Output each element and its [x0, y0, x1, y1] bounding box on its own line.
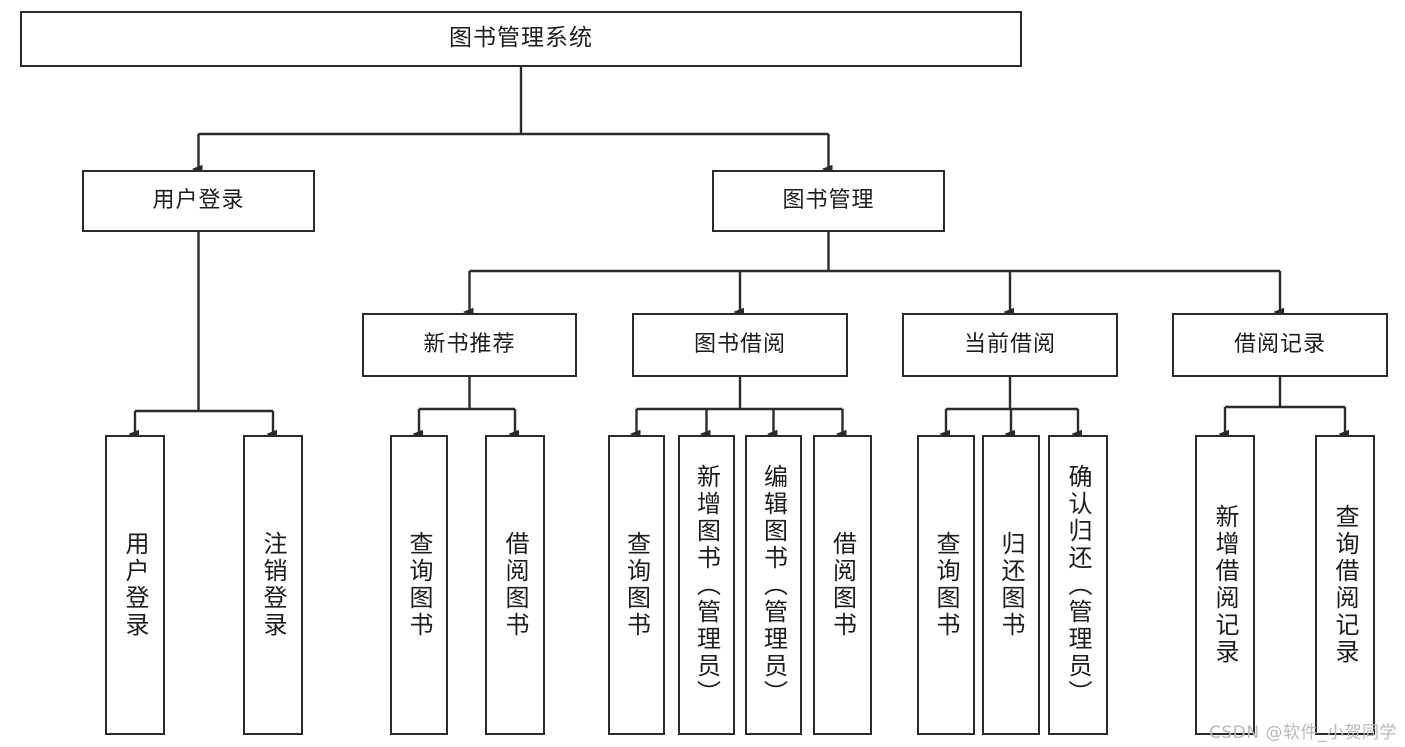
- node-leaf-cu-query[interactable]: 查询图书: [917, 435, 975, 735]
- node-label: 新增借阅记录: [1211, 504, 1239, 666]
- node-label: 查询图书: [932, 531, 960, 639]
- node-label: 确认归还（管理员）: [1064, 463, 1092, 707]
- node-label: 查询图书: [622, 531, 651, 639]
- node-label: 归还图书: [997, 531, 1025, 639]
- node-leaf-cu-confirm[interactable]: 确认归还（管理员）: [1048, 435, 1108, 735]
- node-newbook[interactable]: 新书推荐: [362, 313, 577, 377]
- node-leaf-bo-borrow[interactable]: 借阅图书: [813, 435, 872, 735]
- node-leaf-cu-return[interactable]: 归还图书: [982, 435, 1040, 735]
- node-label: 用户登录: [152, 187, 245, 213]
- node-current[interactable]: 当前借阅: [902, 313, 1118, 377]
- node-label: 查询图书: [405, 531, 433, 639]
- node-label: 新增图书（管理员）: [692, 463, 721, 707]
- node-leaf-user-login[interactable]: 用户登录: [105, 435, 165, 735]
- node-leaf-nb-query[interactable]: 查询图书: [390, 435, 448, 735]
- node-label: 借阅记录: [1233, 331, 1326, 357]
- node-leaf-bo-edit[interactable]: 编辑图书（管理员）: [745, 435, 802, 735]
- node-leaf-nb-borrow[interactable]: 借阅图书: [485, 435, 545, 735]
- node-label: 用户登录: [121, 531, 149, 639]
- node-label: 查询借阅记录: [1331, 504, 1359, 666]
- node-label: 当前借阅: [963, 331, 1056, 357]
- node-label: 借阅图书: [828, 531, 857, 639]
- node-label: 注销登录: [259, 531, 287, 639]
- node-leaf-bo-add[interactable]: 新增图书（管理员）: [678, 435, 735, 735]
- node-leaf-bo-query[interactable]: 查询图书: [608, 435, 665, 735]
- node-bookmgmt[interactable]: 图书管理: [712, 170, 945, 232]
- node-leaf-rc-add[interactable]: 新增借阅记录: [1195, 435, 1255, 735]
- node-borrow[interactable]: 图书借阅: [632, 313, 848, 377]
- node-label: 图书借阅: [693, 331, 786, 357]
- node-leaf-rc-query[interactable]: 查询借阅记录: [1315, 435, 1375, 735]
- node-label: 借阅图书: [501, 531, 529, 639]
- node-records[interactable]: 借阅记录: [1172, 313, 1388, 377]
- node-root[interactable]: 图书管理系统: [20, 11, 1022, 67]
- node-leaf-user-logout[interactable]: 注销登录: [243, 435, 303, 735]
- csdn-watermark: CSDN @软件_小贺同学: [1209, 723, 1397, 743]
- node-label: 图书管理: [782, 187, 875, 213]
- node-label: 图书管理系统: [449, 25, 593, 52]
- node-label: 编辑图书（管理员）: [759, 463, 788, 707]
- node-label: 新书推荐: [423, 331, 516, 357]
- node-login[interactable]: 用户登录: [82, 170, 315, 232]
